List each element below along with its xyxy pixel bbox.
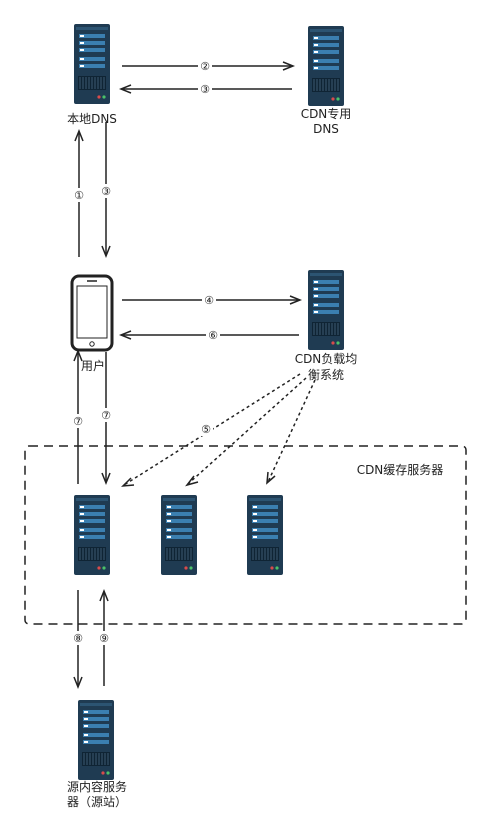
phone-icon [70,274,114,352]
load-balancer-server-icon [307,269,345,351]
step-label-7-down: ⑦ [101,409,111,422]
cache-server-2-icon [160,494,198,576]
cdn-dns-label-line2: DNS [313,122,339,136]
user-label: 用户 [81,358,105,373]
step-label-7-up: ⑦ [73,415,83,428]
cache-server-1-icon [73,494,111,576]
step-label-4: ④ [204,294,214,307]
cache-server-3-icon [246,494,284,576]
load-balancer-label-line1: CDN负载均 [295,352,358,366]
origin-label-line2: 器（源站） [67,795,127,809]
step-label-8: ⑧ [73,632,83,645]
step-label-3-dns: ③ [200,83,210,96]
origin-label-line1: 源内容服务 [67,779,127,794]
step-label-3-user: ③ [101,185,111,198]
cdn-dns-server-icon [307,25,345,107]
arrow-step-5-cache-3 [266,379,316,485]
step-label-1: ① [74,189,84,202]
local-dns-label: 本地DNS [67,112,117,126]
step-label-9: ⑨ [99,632,109,645]
step-label-5: ⑤ [201,423,211,436]
origin-server-icon [77,699,115,781]
load-balancer-label-line2: 衡系统 [308,368,344,382]
cache-group-label: CDN缓存服务器 [357,462,444,477]
cdn-dns-label-line1: CDN专用 [301,106,352,121]
local-dns-server-icon [73,23,111,105]
arrow-step-5-cache-2 [185,377,307,487]
step-label-6: ⑥ [208,329,218,342]
step-label-2: ② [200,60,210,73]
cache-group-border [24,445,467,625]
